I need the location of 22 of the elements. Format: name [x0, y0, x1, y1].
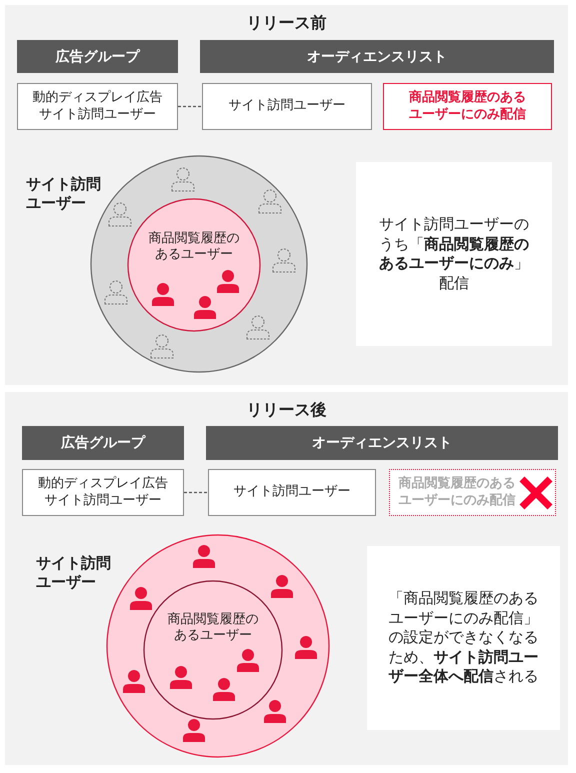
- header-bar: 広告グループ: [17, 40, 178, 73]
- header-bar: オーディエンスリスト: [200, 40, 554, 73]
- section-title: リリース前: [246, 13, 328, 33]
- disabled-list-box: 商品閲覧履歴のあるユーザーにのみ配信: [389, 469, 556, 516]
- group-label: サイト訪問ユーザー: [26, 175, 102, 212]
- list-box: サイト訪問ユーザー: [202, 83, 372, 130]
- note-card: サイト訪問ユーザーのうち「商品閲覧履歴のあるユーザーにのみ」配信: [356, 162, 552, 346]
- panel-background: [5, 5, 568, 385]
- section-title: リリース後: [246, 400, 328, 420]
- connector-line: [184, 492, 208, 494]
- list-box: 商品閲覧履歴のあるユーザーにのみ配信: [383, 83, 552, 130]
- panel-background: [5, 392, 568, 765]
- note-card: 「商品閲覧履歴のあるユーザーにのみ配信」の設定ができなくなるため、サイト訪問ユーザー全体へ配信される: [367, 546, 560, 730]
- header-bar: オーディエンスリスト: [206, 426, 558, 460]
- list-box: 動的ディスプレイ広告サイト訪問ユーザー: [17, 83, 178, 130]
- header-bar: 広告グループ: [22, 426, 184, 460]
- connector-line: [178, 106, 202, 108]
- list-box: 動的ディスプレイ広告サイト訪問ユーザー: [22, 469, 184, 516]
- circle-label: 商品閲覧履歴のあるユーザー: [148, 231, 240, 264]
- circle-label: 商品閲覧履歴のあるユーザー: [166, 612, 260, 644]
- list-box: サイト訪問ユーザー: [208, 469, 376, 516]
- group-label: サイト訪問ユーザー: [36, 554, 112, 592]
